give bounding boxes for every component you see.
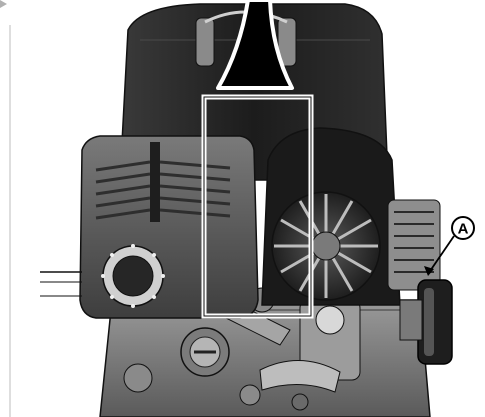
callout-circle-icon bbox=[451, 216, 475, 240]
callout-leader-line bbox=[427, 235, 455, 275]
blower-housing bbox=[261, 127, 441, 306]
callout-label-a: A bbox=[458, 221, 469, 238]
page-edge-marks bbox=[0, 0, 11, 417]
starter-handle bbox=[399, 279, 453, 365]
callout-a: A bbox=[451, 216, 475, 240]
pointer-arrow-icon bbox=[216, 0, 294, 90]
air-cleaner bbox=[40, 135, 259, 319]
